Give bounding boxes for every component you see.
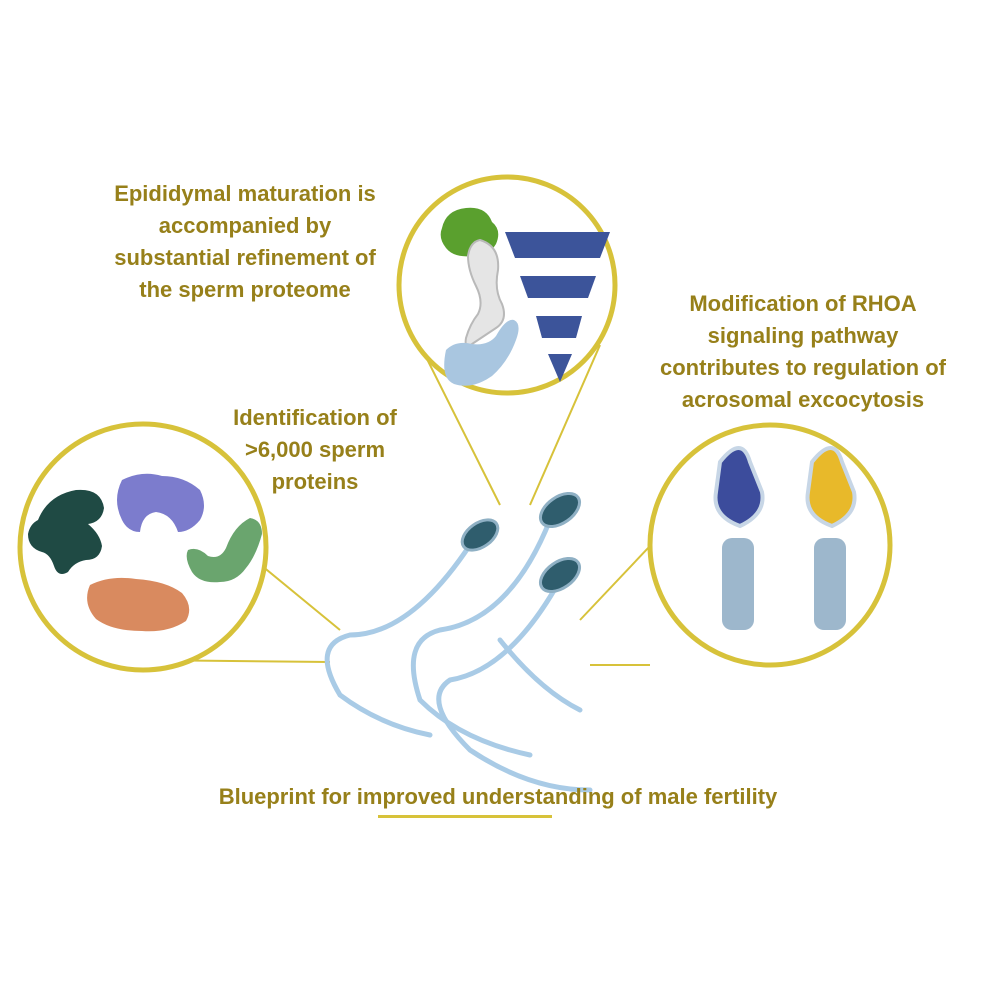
blueprint-underline bbox=[378, 815, 552, 818]
label-line: Modification of RHOA bbox=[689, 291, 917, 316]
sperm-cells-icon bbox=[324, 491, 593, 793]
acrosome-circle bbox=[647, 422, 893, 668]
label-line: proteins bbox=[271, 469, 359, 494]
epididymis-funnel-icon bbox=[440, 207, 610, 386]
sperm-head-yellow bbox=[805, 446, 857, 529]
epididymis-body bbox=[464, 238, 505, 347]
label-blueprint: Blueprint for improved understanding of … bbox=[218, 784, 778, 809]
label-line: contributes to regulation of bbox=[660, 355, 946, 380]
epididymis-tail bbox=[444, 319, 519, 386]
funnel-bar-2 bbox=[520, 276, 596, 298]
dark-protein bbox=[28, 489, 104, 574]
midpiece-right bbox=[814, 538, 846, 630]
label-line: >6,000 sperm bbox=[244, 437, 386, 462]
label-line: signaling pathway bbox=[707, 323, 899, 348]
label-line: accompanied by bbox=[158, 213, 332, 238]
funnel-bar-3 bbox=[536, 316, 582, 338]
acrosome-sperm-icon bbox=[713, 446, 857, 630]
sperm-head-blue bbox=[713, 446, 765, 529]
label-line: the sperm proteome bbox=[139, 277, 351, 302]
label-line: Epididymal maturation is bbox=[114, 181, 376, 206]
funnel-tip bbox=[548, 354, 572, 382]
label-line: substantial refinement of bbox=[114, 245, 376, 270]
label-protein-identification: Identification of >6,000 sperm proteins bbox=[210, 402, 420, 498]
midpiece-left bbox=[722, 538, 754, 630]
label-rhoa-pathway: Modification of RHOA signaling pathway c… bbox=[618, 288, 988, 416]
epididymis-circle bbox=[396, 174, 618, 396]
green-protein bbox=[186, 518, 262, 583]
funnel-bar-1 bbox=[505, 232, 610, 258]
purple-protein bbox=[117, 473, 204, 532]
protein-circle bbox=[17, 421, 269, 673]
label-line: acrosomal excocytosis bbox=[681, 387, 925, 412]
label-epididymal-maturation: Epididymal maturation is accompanied by … bbox=[70, 178, 420, 306]
orange-protein bbox=[87, 577, 190, 632]
protein-structures-icon bbox=[28, 473, 262, 632]
label-line: Identification of bbox=[233, 405, 397, 430]
